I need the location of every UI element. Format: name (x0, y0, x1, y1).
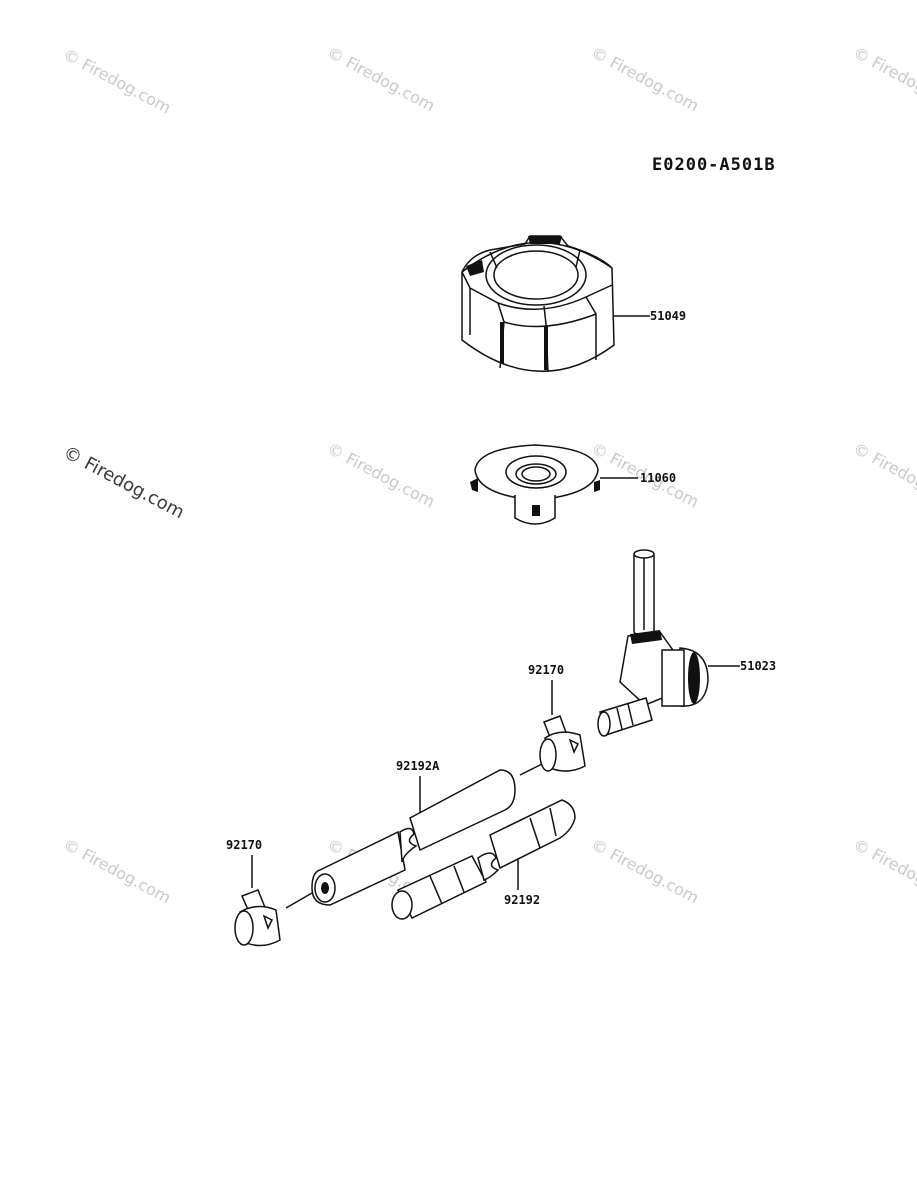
part-label-clamp-lower: 92170 (226, 838, 262, 852)
part-label-gasket: 11060 (640, 471, 676, 485)
watermark: © Firedog.com (324, 439, 438, 512)
watermark: © Firedog.com (588, 43, 702, 116)
watermark: © Firedog.com (588, 835, 702, 908)
part-label-tank-cap: 51049 (650, 309, 686, 323)
part-label-hose: 92192 (504, 893, 540, 907)
connection-line (285, 892, 313, 909)
gasket-illustration (470, 444, 600, 525)
part-label-clamp-upper: 92170 (528, 663, 564, 677)
tank-cap-illustration (461, 235, 615, 373)
watermark: © Firedog.com (60, 45, 174, 118)
fuel-cock-illustration (597, 549, 709, 737)
hose-illustration (391, 799, 576, 920)
watermark: © Firedog.com (850, 439, 917, 512)
diagram-code: E0200-A501B (652, 155, 776, 175)
watermark-dark: © Firedog.com (60, 442, 188, 523)
part-label-fuel-cock: 51023 (740, 659, 776, 673)
watermark: © Firedog.com (324, 43, 438, 116)
watermark: © Firedog.com (850, 43, 917, 116)
connection-line (519, 763, 543, 776)
watermark: © Firedog.com (60, 835, 174, 908)
hose-a-illustration (311, 769, 516, 906)
clamp-lower-illustration (234, 889, 281, 947)
watermark: © Firedog.com (850, 835, 917, 908)
part-label-hose-a: 92192A (396, 759, 440, 773)
clamp-upper-illustration (539, 715, 586, 772)
